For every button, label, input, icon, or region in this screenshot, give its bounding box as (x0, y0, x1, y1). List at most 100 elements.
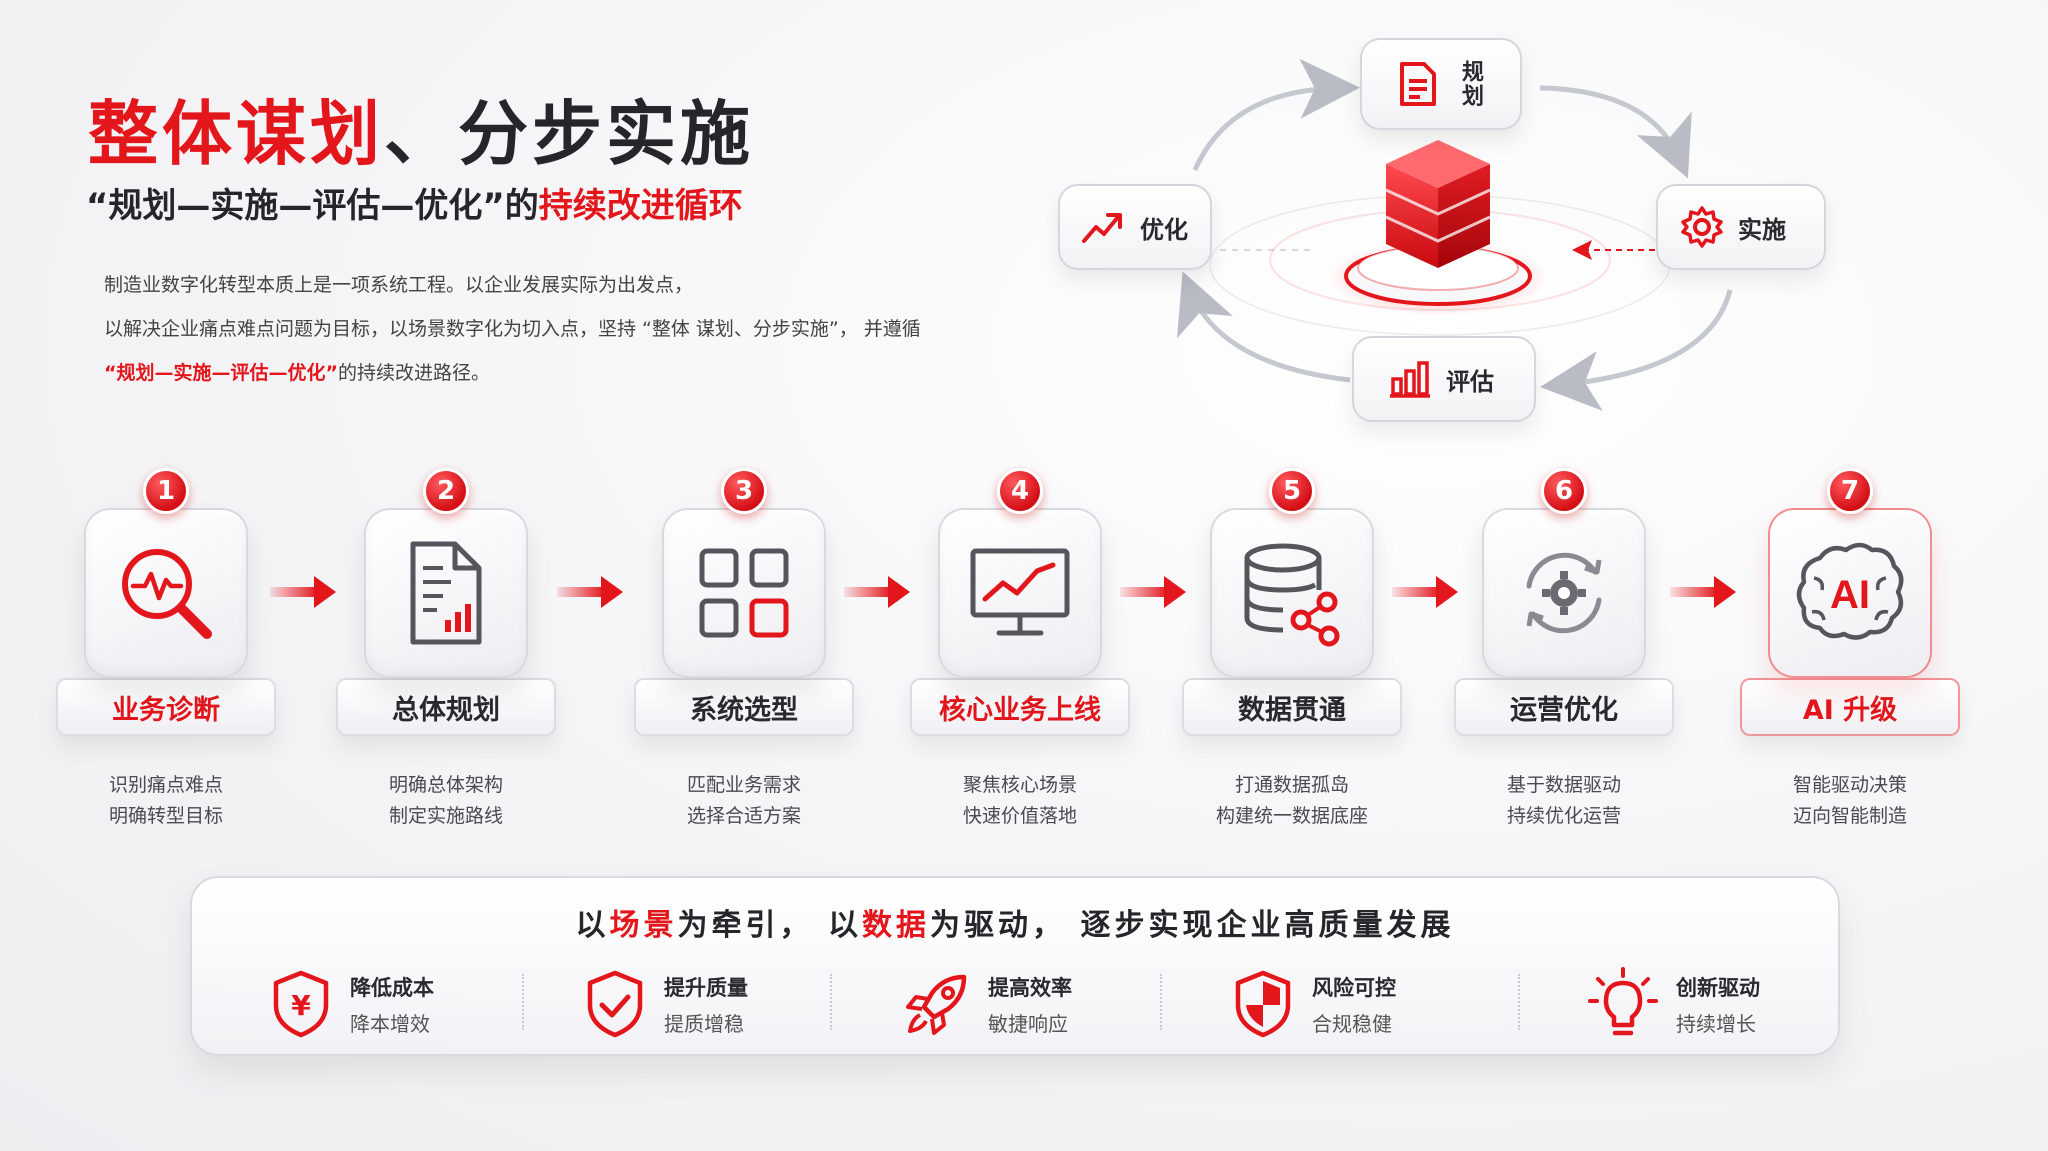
title-dark: 、分步实施 (384, 93, 754, 175)
subtitle-text: “规划—实施—评估—优化”的 (86, 186, 539, 226)
benefit-quality: 提升质量提质增稳 (584, 964, 748, 1044)
benefit-risk: 风险可控合规稳健 (1232, 964, 1396, 1044)
arrow-opt-to-plan (1192, 58, 1360, 172)
step-card (1210, 508, 1374, 678)
ai-brain-icon: AI (1796, 542, 1904, 640)
cycle-label-evaluate: 评估 (1446, 367, 1494, 396)
arrow-right-icon (557, 576, 623, 608)
step-desc-line: 持续优化运营 (1506, 805, 1621, 827)
benefit-sub: 提质增稳 (664, 1011, 744, 1036)
lightbulb-icon (1588, 967, 1658, 1036)
step-7: 7 AI AI 升级 智能驱动决策迈向智能制造 (1740, 468, 1960, 838)
step-desc-line: 明确总体架构 (388, 774, 503, 796)
slogan-part: 以 (575, 908, 610, 943)
slogan-part: 为驱动， 逐步实现企业高质量发展 (930, 908, 1455, 943)
arrow-right-icon (1670, 576, 1736, 608)
intro-highlight: “规划—实施—评估—优化” (104, 362, 338, 384)
step-4: 4 核心业务上线 聚焦核心场景快速价值落地 (910, 468, 1130, 838)
subtitle: “规划—实施—评估—优化”的持续改进循环 (86, 178, 743, 227)
step-card (364, 508, 528, 678)
title-red: 整体谋划 (88, 93, 384, 175)
step-desc-line: 智能驱动决策 (1792, 774, 1907, 796)
step-number: 5 (1269, 468, 1315, 514)
step-card (1482, 508, 1646, 678)
benefit-sub: 合规稳健 (1312, 1011, 1392, 1036)
step-desc: 识别痛点难点明确转型目标 (56, 770, 276, 832)
intro-rest: 的持续改进路径。 (337, 362, 490, 384)
step-desc-line: 基于数据驱动 (1506, 774, 1621, 796)
step-desc-line: 打通数据孤岛 (1234, 774, 1349, 796)
benefit-title: 创新驱动 (1676, 975, 1760, 1000)
rocket-icon (906, 974, 967, 1035)
page-title: 整体谋划、分步实施 (88, 78, 754, 179)
benefit-efficiency: 提高效率敏捷响应 (904, 964, 1072, 1044)
arrow-right-icon (1120, 576, 1186, 608)
slogan-highlight: 数据 (862, 908, 930, 943)
benefit-innovation: 创新驱动持续增长 (1588, 964, 1760, 1044)
step-title: 数据贯通 (1182, 678, 1402, 736)
step-desc-line: 选择合适方案 (686, 805, 801, 827)
benefit-title: 提高效率 (988, 975, 1072, 1000)
step-desc-line: 快速价值落地 (962, 805, 1077, 827)
step-1: 1 业务诊断 识别痛点难点明确转型目标 (56, 468, 276, 838)
step-desc-line: 构建统一数据底座 (1215, 805, 1368, 827)
gear-icon (1681, 206, 1723, 248)
step-number: 2 (423, 468, 469, 514)
step-title: 总体规划 (336, 678, 556, 736)
benefit-cost: ¥ 降低成本降本增效 (270, 964, 434, 1044)
center-cube-icon (1328, 140, 1548, 316)
step-number: 4 (997, 468, 1043, 514)
grid-apps-icon (699, 548, 789, 638)
arrow-plan-to-impl (1539, 85, 1692, 179)
slogan-highlight: 场景 (609, 908, 678, 943)
step-number: 6 (1541, 468, 1587, 514)
step-desc: 智能驱动决策迈向智能制造 (1740, 770, 1960, 832)
subtitle-highlight: 持续改进循环 (538, 186, 743, 226)
search-pulse-icon (122, 549, 212, 639)
step-desc-line: 迈向智能制造 (1792, 805, 1907, 827)
step-3: 3 系统选型 匹配业务需求选择合适方案 (634, 468, 854, 838)
step-title: 运营优化 (1454, 678, 1674, 736)
step-title: AI 升级 (1740, 678, 1960, 736)
step-card (84, 508, 248, 678)
arrow-right-icon (844, 576, 910, 608)
bar-chart-icon (1390, 361, 1430, 398)
step-card (662, 508, 826, 678)
cycle-node-optimize: 优化 (1058, 184, 1212, 270)
step-title: 核心业务上线 (910, 678, 1130, 736)
step-desc-line: 明确转型目标 (108, 805, 223, 827)
document-icon (1400, 62, 1436, 106)
step-desc-line: 制定实施路线 (388, 805, 503, 827)
intro-line-2: 以解决企业痛点难点问题为目标，以场景数字化为切入点，坚持 “整体 谋划、分步实施… (104, 318, 921, 340)
intro-line-3: “规划—实施—评估—优化”的持续改进路径。 (104, 358, 490, 385)
cycle-label-optimize: 优化 (1140, 215, 1188, 244)
step-desc: 明确总体架构制定实施路线 (336, 770, 556, 832)
benefit-sub: 降本增效 (350, 1011, 430, 1036)
step-title: 系统选型 (634, 678, 854, 736)
arrow-right-icon (1392, 576, 1458, 608)
step-title: 业务诊断 (56, 678, 276, 736)
step-desc-line: 聚焦核心场景 (962, 774, 1077, 796)
arrow-impl-to-eval (1540, 289, 1733, 411)
step-number: 7 (1827, 468, 1873, 514)
monitor-trend-icon (970, 548, 1070, 636)
yuan-shield-icon: ¥ (273, 970, 329, 1038)
step-2: 2 总体规划 明确总体架构制定实施路线 (336, 468, 556, 838)
arrow-right-icon (270, 576, 336, 608)
benefit-title: 降低成本 (350, 975, 434, 1000)
step-desc-line: 匹配业务需求 (686, 774, 801, 796)
benefit-sub: 持续增长 (1676, 1011, 1756, 1036)
half-shield-icon (1235, 970, 1291, 1038)
summary-panel: 以场景为牵引， 以数据为驱动， 逐步实现企业高质量发展 ¥ 降低成本降本增效 提… (190, 876, 1840, 1056)
step-5: 5 数据贯通 打通数据孤岛构建统一数据底座 (1182, 468, 1402, 838)
cycle-label-plan: 规划 (1458, 60, 1483, 108)
step-6: 6 运营优化 基于数据驱动持续优化运营 (1454, 468, 1674, 838)
database-share-icon (1244, 543, 1340, 647)
gear-cycle-icon (1526, 552, 1602, 634)
intro-line-1: 制造业数字化转型本质上是一项系统工程。以企业发展实际为出发点， (104, 274, 694, 296)
cycle-node-implement: 实施 (1656, 184, 1826, 270)
arrow-eval-to-opt (1177, 271, 1351, 383)
benefit-sub: 敏捷响应 (988, 1011, 1068, 1036)
step-desc: 聚焦核心场景快速价值落地 (910, 770, 1130, 832)
cycle-label-implement: 实施 (1738, 215, 1786, 244)
